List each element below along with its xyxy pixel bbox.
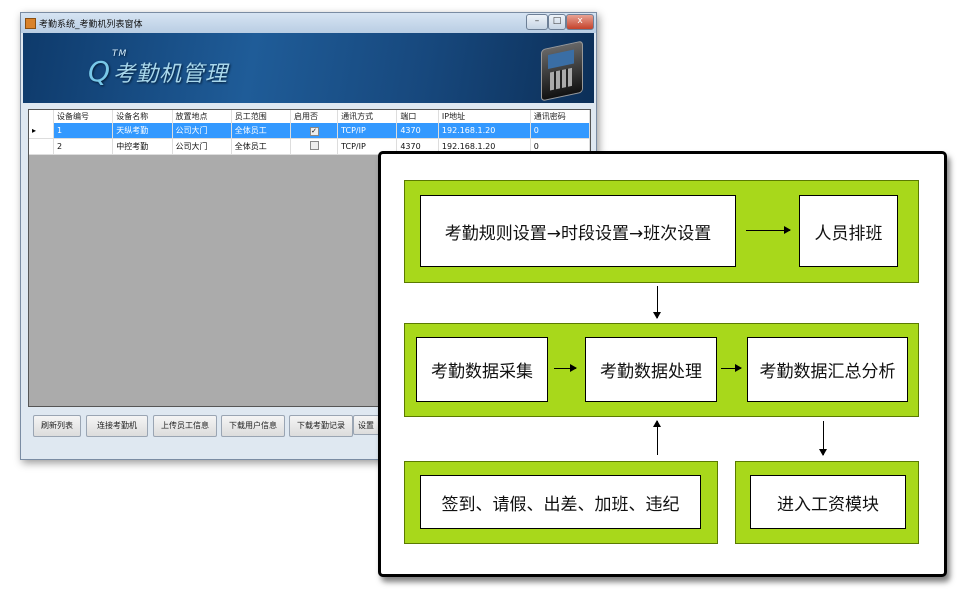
download-records-button[interactable]: 下载考勤记录 [289, 415, 353, 437]
arrow-down [819, 421, 827, 456]
upload-employee-button[interactable]: 上传员工信息 [153, 415, 217, 437]
row-selector[interactable] [29, 138, 54, 155]
arrow-up [653, 420, 661, 455]
col-header[interactable]: 设备名称 [112, 110, 173, 123]
download-user-button[interactable]: 下载用户信息 [221, 415, 285, 437]
col-header[interactable]: 启用否 [290, 110, 339, 123]
schedule-box: 人员排班 [799, 195, 898, 267]
logo-q-icon: Q [88, 55, 112, 88]
arrow-right [554, 364, 577, 372]
arrow-right [721, 364, 742, 372]
process-box: 考勤数据处理 [585, 337, 717, 402]
rules-box: 考勤规则设置→时段设置→班次设置 [420, 195, 736, 267]
col-header[interactable]: 通讯密码 [530, 110, 591, 123]
events-box: 签到、请假、出差、加班、违纪 [420, 475, 701, 529]
summary-box: 考勤数据汇总分析 [747, 337, 908, 402]
enabled-checkbox[interactable]: ✓ [309, 126, 319, 136]
salary-box: 进入工资模块 [750, 475, 906, 529]
collect-box: 考勤数据采集 [416, 337, 548, 402]
app-icon [25, 18, 36, 29]
col-header[interactable]: 端口 [396, 110, 439, 123]
attendance-device-icon [541, 40, 583, 102]
title-bar: 考勤系统_考勤机列表窗体 – □ x [21, 13, 596, 33]
minimize-button[interactable]: – [526, 14, 548, 30]
row-selector[interactable]: ▸ [29, 123, 54, 139]
col-header[interactable]: IP地址 [438, 110, 531, 123]
arrow-right [746, 226, 791, 234]
maximize-button[interactable]: □ [548, 14, 566, 30]
col-header[interactable]: 设备编号 [53, 110, 114, 123]
connect-machine-button[interactable]: 连接考勤机 [86, 415, 148, 437]
col-header[interactable]: 放置地点 [172, 110, 232, 123]
close-button[interactable]: x [566, 14, 594, 30]
table-header: 设备编号 设备名称 放置地点 员工范围 启用否 通讯方式 端口 IP地址 通讯密… [29, 110, 591, 123]
refresh-list-button[interactable]: 刷新列表 [33, 415, 81, 437]
device-table: 设备编号 设备名称 放置地点 员工范围 启用否 通讯方式 端口 IP地址 通讯密… [29, 110, 591, 155]
arrow-down [653, 286, 661, 319]
col-header[interactable]: 员工范围 [231, 110, 292, 123]
col-header[interactable]: 通讯方式 [337, 110, 398, 123]
table-row[interactable]: ▸ 1 天纵考勤 公司大门 全体员工 ✓ TCP/IP 4370 192.168… [29, 123, 591, 139]
window-title: 考勤系统_考勤机列表窗体 [39, 20, 143, 30]
enabled-checkbox[interactable] [309, 141, 319, 150]
